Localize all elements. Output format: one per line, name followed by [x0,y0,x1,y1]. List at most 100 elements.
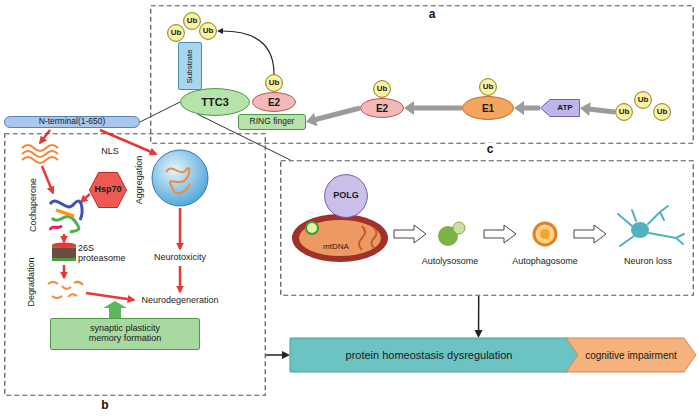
ubiquitin: Ub [167,24,185,42]
outline-shape [290,338,580,372]
mitochondrion-matrix [299,220,381,256]
connector-line [222,31,274,74]
function-box: synaptic plasticity memory formation [50,318,200,350]
outline-shape [463,97,514,120]
node-text: E2 [376,103,388,114]
e2-enzyme: E2 [360,98,404,118]
ttc3-ellipse: TTC3 [180,88,250,116]
nucleus [152,150,208,206]
connector [580,102,615,116]
node-text: Ub [269,79,280,88]
outline-shape [266,75,283,92]
red-arrow [179,208,182,249]
panel-frame: aUbUbUbSubstrateE2UbTTC3RING fingerE2UbE… [150,5,694,144]
node-text: synaptic plasticity memory formation [75,324,175,344]
peptide-fragment [74,282,83,285]
ubiquitin: Ub [615,103,633,121]
red-arrow [40,130,50,143]
node-text: Substrate [186,49,195,83]
ubiquitin: Ub [479,78,497,96]
e2-enzyme: E2 [252,92,296,112]
outline-shape [90,173,127,208]
peptide-fragment [68,294,77,297]
connector [217,28,274,74]
polg-protein: POLG [324,174,368,218]
text-label: NLS [101,147,119,157]
node-text: Ub [638,96,649,105]
outline-shape [616,104,633,121]
arrow-head [475,330,483,338]
text-label: 26S proteasome [78,244,132,264]
node-text: POLG [333,191,359,201]
protein-aggregate [166,168,190,193]
outline-shape [181,89,250,116]
outline-shape [151,6,694,144]
outline-shape [200,23,217,40]
outline-shape [253,93,296,112]
ring-finger-domain: RING finger [238,114,306,130]
mitochondrion [292,214,388,262]
hollow-arrow [574,225,606,243]
ubiquitin: Ub [199,22,217,40]
text-label: Autophagosome [512,257,578,267]
autophagosome-icon [540,229,550,239]
node-text: Ub [187,17,198,26]
peptide-fragment [48,282,58,284]
arrow-head [514,101,524,115]
atp-tag: ATP [540,99,580,117]
connector-line [266,354,284,356]
neuron-dendrites [618,206,684,246]
outline-shape [566,338,696,372]
n-terminal-bar: N-terminal(1-650) [4,116,140,128]
folded-protein [52,217,79,232]
connector [514,101,540,115]
red-arrow [63,234,66,242]
red-arrow [42,166,53,193]
text-label: Cochaperone [29,178,39,232]
node-text: N-terminal(1-650) [39,117,106,126]
substrate-block: Substrate [178,42,202,90]
outline-shape [541,100,580,117]
node-text: RING finger [250,117,295,126]
panel-letter: a [427,8,438,21]
outline-shape [5,134,266,396]
node-text: Ub [619,108,630,117]
outline-shape [361,99,404,118]
red-arrow [81,194,90,202]
connector [140,102,180,122]
node-text: Ub [377,85,388,94]
ubiquitin: Ub [653,103,671,121]
red-arrow [179,266,182,292]
outcome-band: protein homeostasis dysregulation [290,338,580,372]
node-text: E1 [482,103,494,114]
green-block-arrow [103,301,127,318]
text-label: Aggregation [135,156,145,205]
connector-line [140,102,180,122]
outline-shape [374,81,391,98]
hollow-arrow [484,225,516,243]
node-outline [150,5,694,144]
connector-line [314,108,360,120]
folded-protein [50,226,62,230]
outline-shape [281,161,694,296]
outline-shape [480,79,497,96]
text-label: Autolysosome [422,257,479,267]
arrow-head [404,101,414,115]
hollow-arrow [394,225,426,243]
connector-line [588,109,615,112]
node-text: Ub [657,108,668,117]
e1-enzyme: E1 [462,96,514,120]
outline-shape [325,175,368,218]
red-arrow [63,265,66,278]
node-text: E2 [268,97,280,108]
ubiquitin: Ub [373,80,391,98]
unfolded-protein [22,157,58,163]
node-text: Ub [203,27,214,36]
connector [404,101,462,115]
panel-letter: b [99,399,110,412]
node-text: protein homeostasis dysregulation [346,349,513,361]
folded-protein [56,210,74,216]
text-label: mtDNA [323,243,349,252]
neuron-body [631,222,649,238]
